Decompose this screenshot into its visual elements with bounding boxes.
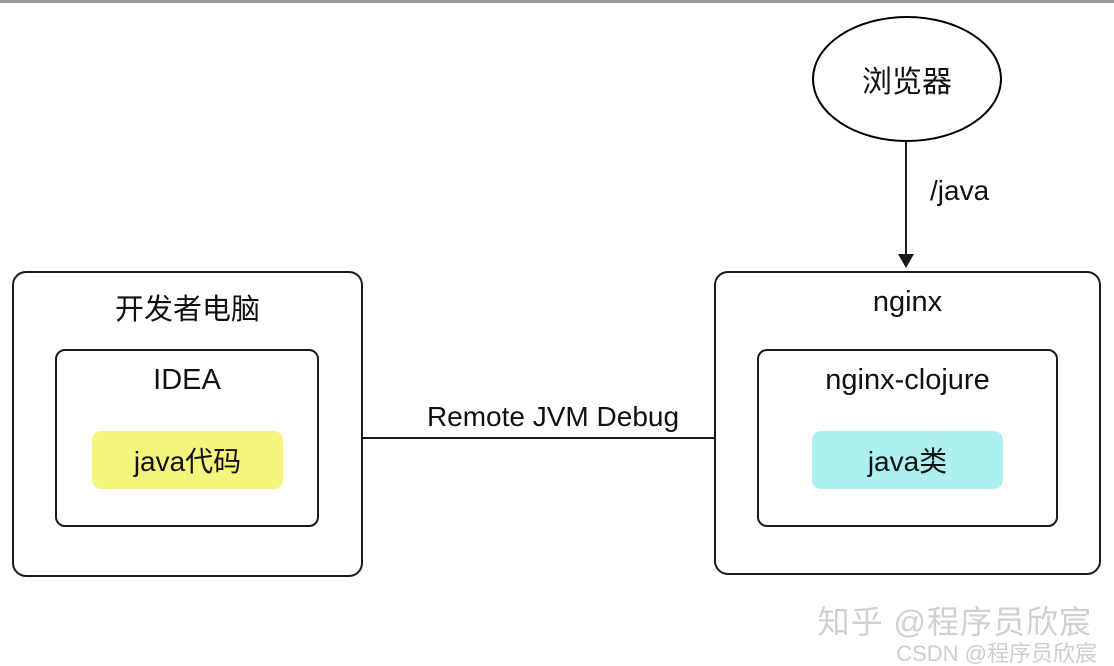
java-class-chip: java类 (812, 431, 1003, 489)
debug-arrow-label: Remote JVM Debug (426, 401, 680, 432)
request-arrow-label: /java (930, 175, 990, 206)
java-class-chip-label: java类 (867, 446, 948, 477)
browser-node-label: 浏览器 (862, 66, 952, 99)
top-gray-bar (0, 0, 1114, 3)
browser-node: 浏览器 (812, 16, 1002, 142)
java-code-chip-label: java代码 (133, 446, 242, 477)
developer-machine-title: 开发者电脑 (114, 294, 260, 326)
request-arrowhead-icon (898, 254, 914, 268)
debug-arrow-line (363, 437, 743, 439)
idea-title: IDEA (153, 364, 221, 396)
java-code-chip: java代码 (92, 431, 283, 489)
request-arrow-line (905, 142, 907, 256)
nginx-clojure-title: nginx-clojure (825, 364, 990, 396)
zhihu-watermark: 知乎 @程序员欣宸 (817, 604, 1092, 640)
csdn-watermark: CSDN @程序员欣宸 (896, 641, 1097, 666)
nginx-title: nginx (872, 286, 943, 318)
